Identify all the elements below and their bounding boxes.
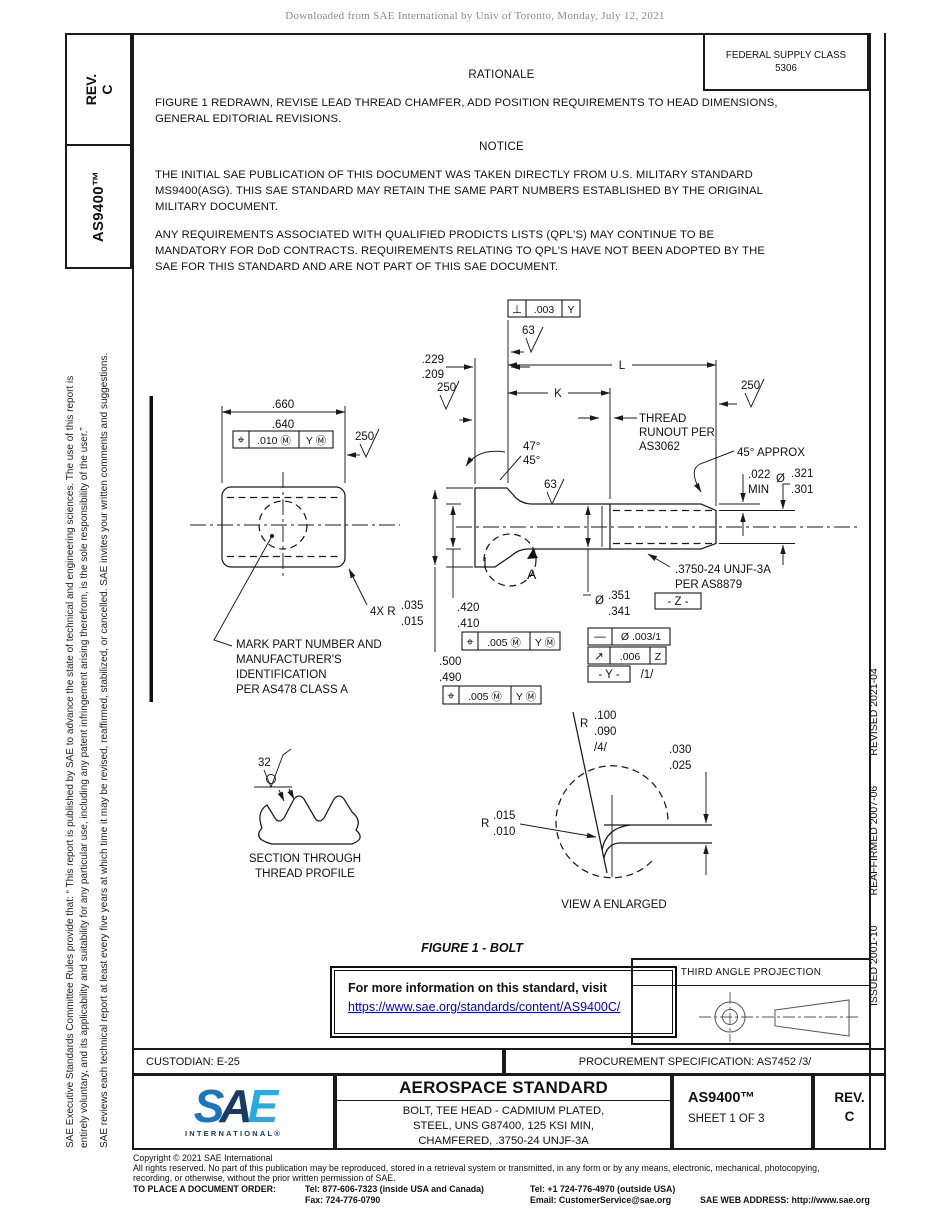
rights-line-1: All rights reserved. No part of this pub…	[133, 1163, 820, 1173]
projection-label: THIRD ANGLE PROJECTION	[633, 960, 869, 986]
projection-box: THIRD ANGLE PROJECTION	[631, 958, 871, 1045]
procurement-cell: PROCUREMENT SPECIFICATION: AS7452 /3/	[504, 1048, 886, 1075]
rev-cell: REV. C	[813, 1074, 886, 1150]
disclaimer-line-1: SAE Executive Standards Committee Rules …	[65, 375, 76, 1148]
doc-type: AEROSPACE STANDARD	[337, 1076, 670, 1101]
fsc-label: FEDERAL SUPPLY CLASS	[725, 50, 847, 61]
notice-p2-line1: ANY REQUIREMENTS ASSOCIATED WITH QUALIFI…	[155, 229, 715, 241]
left-disclaimer: SAE Executive Standards Committee Rules …	[64, 270, 120, 1148]
doc-number-box: AS9400™	[65, 144, 132, 269]
custodian-text: CUSTODIAN: E-25	[146, 1055, 240, 1068]
rationale-title: RATIONALE	[468, 69, 535, 81]
notice-p1-line1: THE INITIAL SAE PUBLICATION OF THIS DOCU…	[155, 169, 753, 181]
web-address: SAE WEB ADDRESS: http://www.sae.org	[700, 1195, 870, 1205]
sae-logo-subtext: INTERNATIONAL®	[184, 1129, 282, 1138]
revision-history: ISSUED 2001-10 REAFFIRMED 2007-06 REVISE…	[868, 578, 885, 1006]
doc-number-cell: AS9400™ SHEET 1 OF 3	[672, 1074, 813, 1150]
doc-title-line1: BOLT, TEE HEAD - CADMIUM PLATED,	[402, 1105, 605, 1117]
federal-supply-class-box: FEDERAL SUPPLY CLASS 5306	[703, 33, 869, 91]
email-address: Email: CustomerService@sae.org	[530, 1195, 672, 1205]
fsc-value: 5306	[775, 63, 797, 74]
rationale-line-1: FIGURE 1 REDRAWN, REVISE LEAD THREAD CHA…	[155, 97, 778, 109]
doc-title-line2: STEEL, UNS G87400, 125 KSI MIN,	[413, 1120, 594, 1132]
rationale-line-2: GENERAL EDITORIAL REVISIONS.	[155, 113, 342, 125]
logo-cell: S A E INTERNATIONAL®	[132, 1074, 335, 1150]
rights-line-2: recording, or otherwise, without the pri…	[133, 1173, 396, 1183]
doc-number-vertical: AS9400™	[90, 170, 107, 243]
disclaimer-line-3: SAE reviews each technical report at lea…	[99, 352, 110, 1148]
notice-title: NOTICE	[479, 141, 524, 153]
reaffirmed-date: REAFFIRMED 2007-06	[868, 785, 880, 896]
sae-logo-letter-e: E	[247, 1080, 279, 1132]
tel-inside: Tel: 877-606-7323 (inside USA and Canada…	[305, 1184, 484, 1194]
download-watermark: Downloaded from SAE International by Uni…	[285, 10, 665, 22]
doc-number-text: AS9400™	[688, 1090, 755, 1106]
notice-p1-line3: MILITARY DOCUMENT.	[155, 201, 278, 213]
copyright-line: Copyright © 2021 SAE International	[133, 1153, 273, 1163]
disclaimer-line-2: entirely voluntary, and its applicabilit…	[79, 427, 90, 1148]
sheet-number: SHEET 1 OF 3	[688, 1113, 765, 1125]
rev-box: REV. C	[65, 33, 132, 146]
order-label: TO PLACE A DOCUMENT ORDER:	[133, 1184, 276, 1194]
rev-value: C	[98, 84, 115, 95]
tel-outside: Tel: +1 724-776-4970 (outside USA)	[530, 1184, 676, 1194]
notice-p2-line2: MANDATORY FOR DoD CONTRACTS. REQUIREMENT…	[155, 245, 766, 257]
notice-p1-line2: MS9400(ASG). THIS SAE STANDARD MAY RETAI…	[155, 185, 763, 197]
fax-number: Fax: 724-776-0790	[305, 1195, 381, 1205]
rev-cell-label: REV.	[834, 1090, 865, 1105]
title-cell: AEROSPACE STANDARD BOLT, TEE HEAD - CADM…	[335, 1074, 672, 1150]
page-frame-outer-right	[884, 33, 886, 1150]
rev-cell-value: C	[844, 1109, 855, 1124]
sae-logo-letter-a: A	[219, 1080, 252, 1132]
doc-title-line3: CHAMFERED, .3750-24 UNJF-3A	[418, 1135, 589, 1147]
procurement-text: PROCUREMENT SPECIFICATION: AS7452 /3/	[578, 1055, 812, 1068]
third-angle-projection-icon	[699, 992, 861, 1042]
more-info-text: For more information on this standard, v…	[348, 981, 608, 995]
rev-label: REV.	[82, 73, 99, 106]
more-info-box: For more information on this standard, v…	[330, 966, 677, 1038]
notice-p2-line3: SAE FOR THIS STANDARD AND ARE NOT PART O…	[155, 261, 559, 273]
revised-date: REVISED 2021-04	[868, 668, 880, 756]
custodian-cell: CUSTODIAN: E-25	[132, 1048, 504, 1075]
sae-logo: S A E	[193, 1080, 279, 1132]
sae-logo-letter-s: S	[193, 1080, 225, 1132]
standard-link[interactable]: https://www.sae.org/standards/content/AS…	[348, 1000, 621, 1014]
